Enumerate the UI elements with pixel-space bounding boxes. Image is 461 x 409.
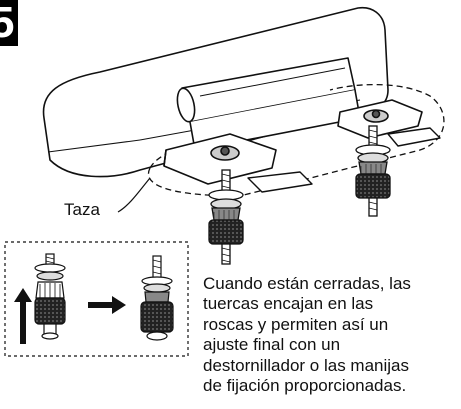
step-number: 5 — [0, 0, 15, 46]
step-number-badge: 5 — [0, 0, 18, 46]
inset-open-nut — [34, 253, 66, 340]
right-bolt-assembly — [355, 125, 391, 217]
caption-line: roscas y permiten así un — [203, 314, 389, 334]
caption-line: tuercas encajan en las — [203, 294, 374, 314]
caption-text: Cuando están cerradas, las tuercas encaj… — [203, 274, 459, 396]
inset-closed-nut — [140, 255, 174, 341]
left-hinge-plate — [163, 133, 277, 185]
right-fixing-lever — [387, 127, 441, 147]
bowl-label: Taza — [64, 200, 100, 219]
right-hinge-plate — [337, 99, 423, 139]
detail-inset-frame — [4, 241, 189, 357]
caption-line: ajuste final con un — [203, 335, 341, 355]
caption-line: de fijación proporcionadas. — [203, 376, 407, 396]
taza-leader-line — [117, 177, 151, 213]
up-arrow-icon — [14, 288, 32, 344]
right-arrow-icon — [88, 296, 126, 314]
left-fixing-lever — [247, 171, 313, 193]
caption-line: destornillador o las manijas — [203, 355, 409, 375]
caption-line: Cuando están cerradas, las — [203, 274, 411, 293]
bowl-outline — [147, 83, 445, 197]
left-bolt-assembly — [208, 169, 244, 265]
